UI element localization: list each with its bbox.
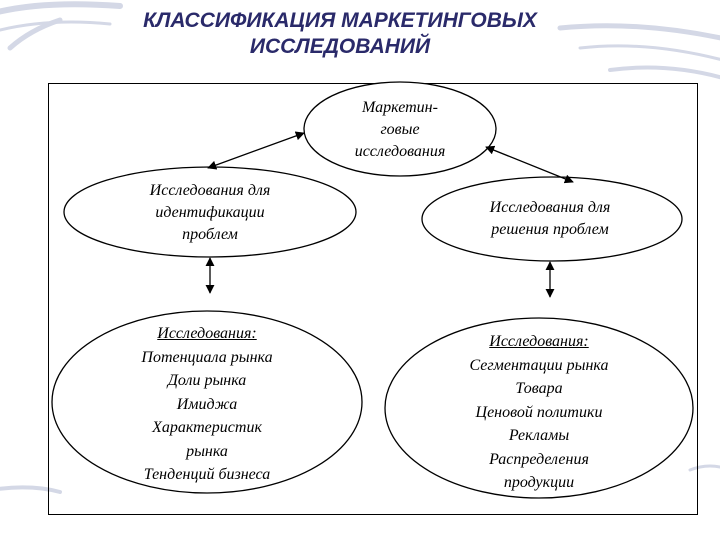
right-bottom-item: продукции: [414, 471, 664, 495]
left-top-line-1: Исследования для: [90, 180, 330, 202]
left-top-line-3: проблем: [90, 224, 330, 246]
right-top-line-2: решения проблем: [430, 219, 670, 241]
root-line-1: Маркетин-: [320, 97, 480, 119]
right-bottom-item: Сегментации рынка: [414, 354, 664, 378]
right-top-line-1: Исследования для: [430, 197, 670, 219]
left-top-line-2: идентификации: [90, 202, 330, 224]
connector-root-right: [486, 147, 573, 182]
right-top-node-label: Исследования для решения проблем: [430, 197, 670, 241]
root-line-2: говые: [320, 119, 480, 141]
right-bottom-item: Товара: [414, 377, 664, 401]
left-bottom-item: Тенденций бизнеса: [82, 463, 332, 487]
left-bottom-heading: Исследования:: [82, 322, 332, 346]
root-line-3: исследования: [320, 141, 480, 163]
left-bottom-item: рынка: [82, 440, 332, 464]
left-bottom-item: Доли рынка: [82, 369, 332, 393]
left-bottom-item: Имиджа: [82, 393, 332, 417]
root-node-label: Маркетин- говые исследования: [320, 97, 480, 163]
left-bottom-node-label: Исследования: Потенциала рынка Доли рынк…: [82, 322, 332, 487]
left-top-node-label: Исследования для идентификации проблем: [90, 180, 330, 246]
right-bottom-item: Ценовой политики: [414, 401, 664, 425]
connector-root-left: [208, 133, 304, 168]
right-bottom-node-label: Исследования: Сегментации рынка Товара Ц…: [414, 330, 664, 495]
left-bottom-item: Потенциала рынка: [82, 346, 332, 370]
right-bottom-heading: Исследования:: [414, 330, 664, 354]
right-bottom-item: Распределения: [414, 448, 664, 472]
left-bottom-item: Характеристик: [82, 416, 332, 440]
right-bottom-item: Рекламы: [414, 424, 664, 448]
